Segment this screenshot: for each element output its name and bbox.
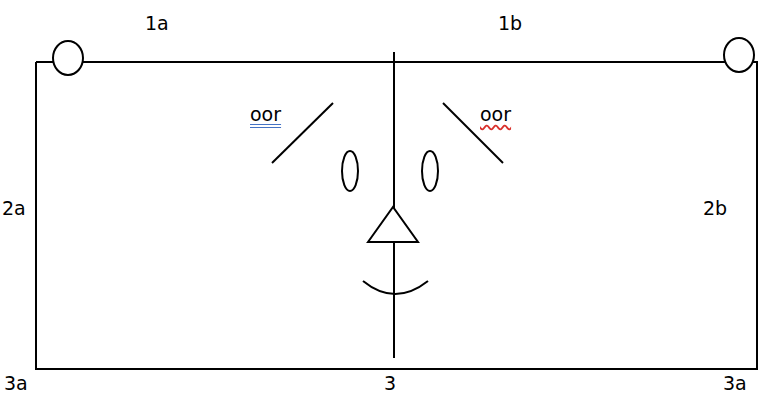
mouth-arc [363,281,428,294]
eye [422,151,438,191]
callout-number: 1a [145,12,169,34]
nose-triangle [368,207,418,242]
ear-label: oor [250,103,281,125]
callout-number: 3a [4,372,28,394]
callout-number: 3a [723,372,747,394]
center-line [393,52,395,358]
eye [342,151,358,191]
ear-label: oor [480,103,511,125]
corner-circle [53,41,83,75]
frame [36,62,757,369]
ear-line [272,103,333,163]
corner-circle [724,38,754,72]
callout-number: 2b [703,197,727,219]
callout-number: 2a [2,197,26,219]
callout-number: 1b [498,12,522,34]
callout-number: 3 [384,372,396,394]
